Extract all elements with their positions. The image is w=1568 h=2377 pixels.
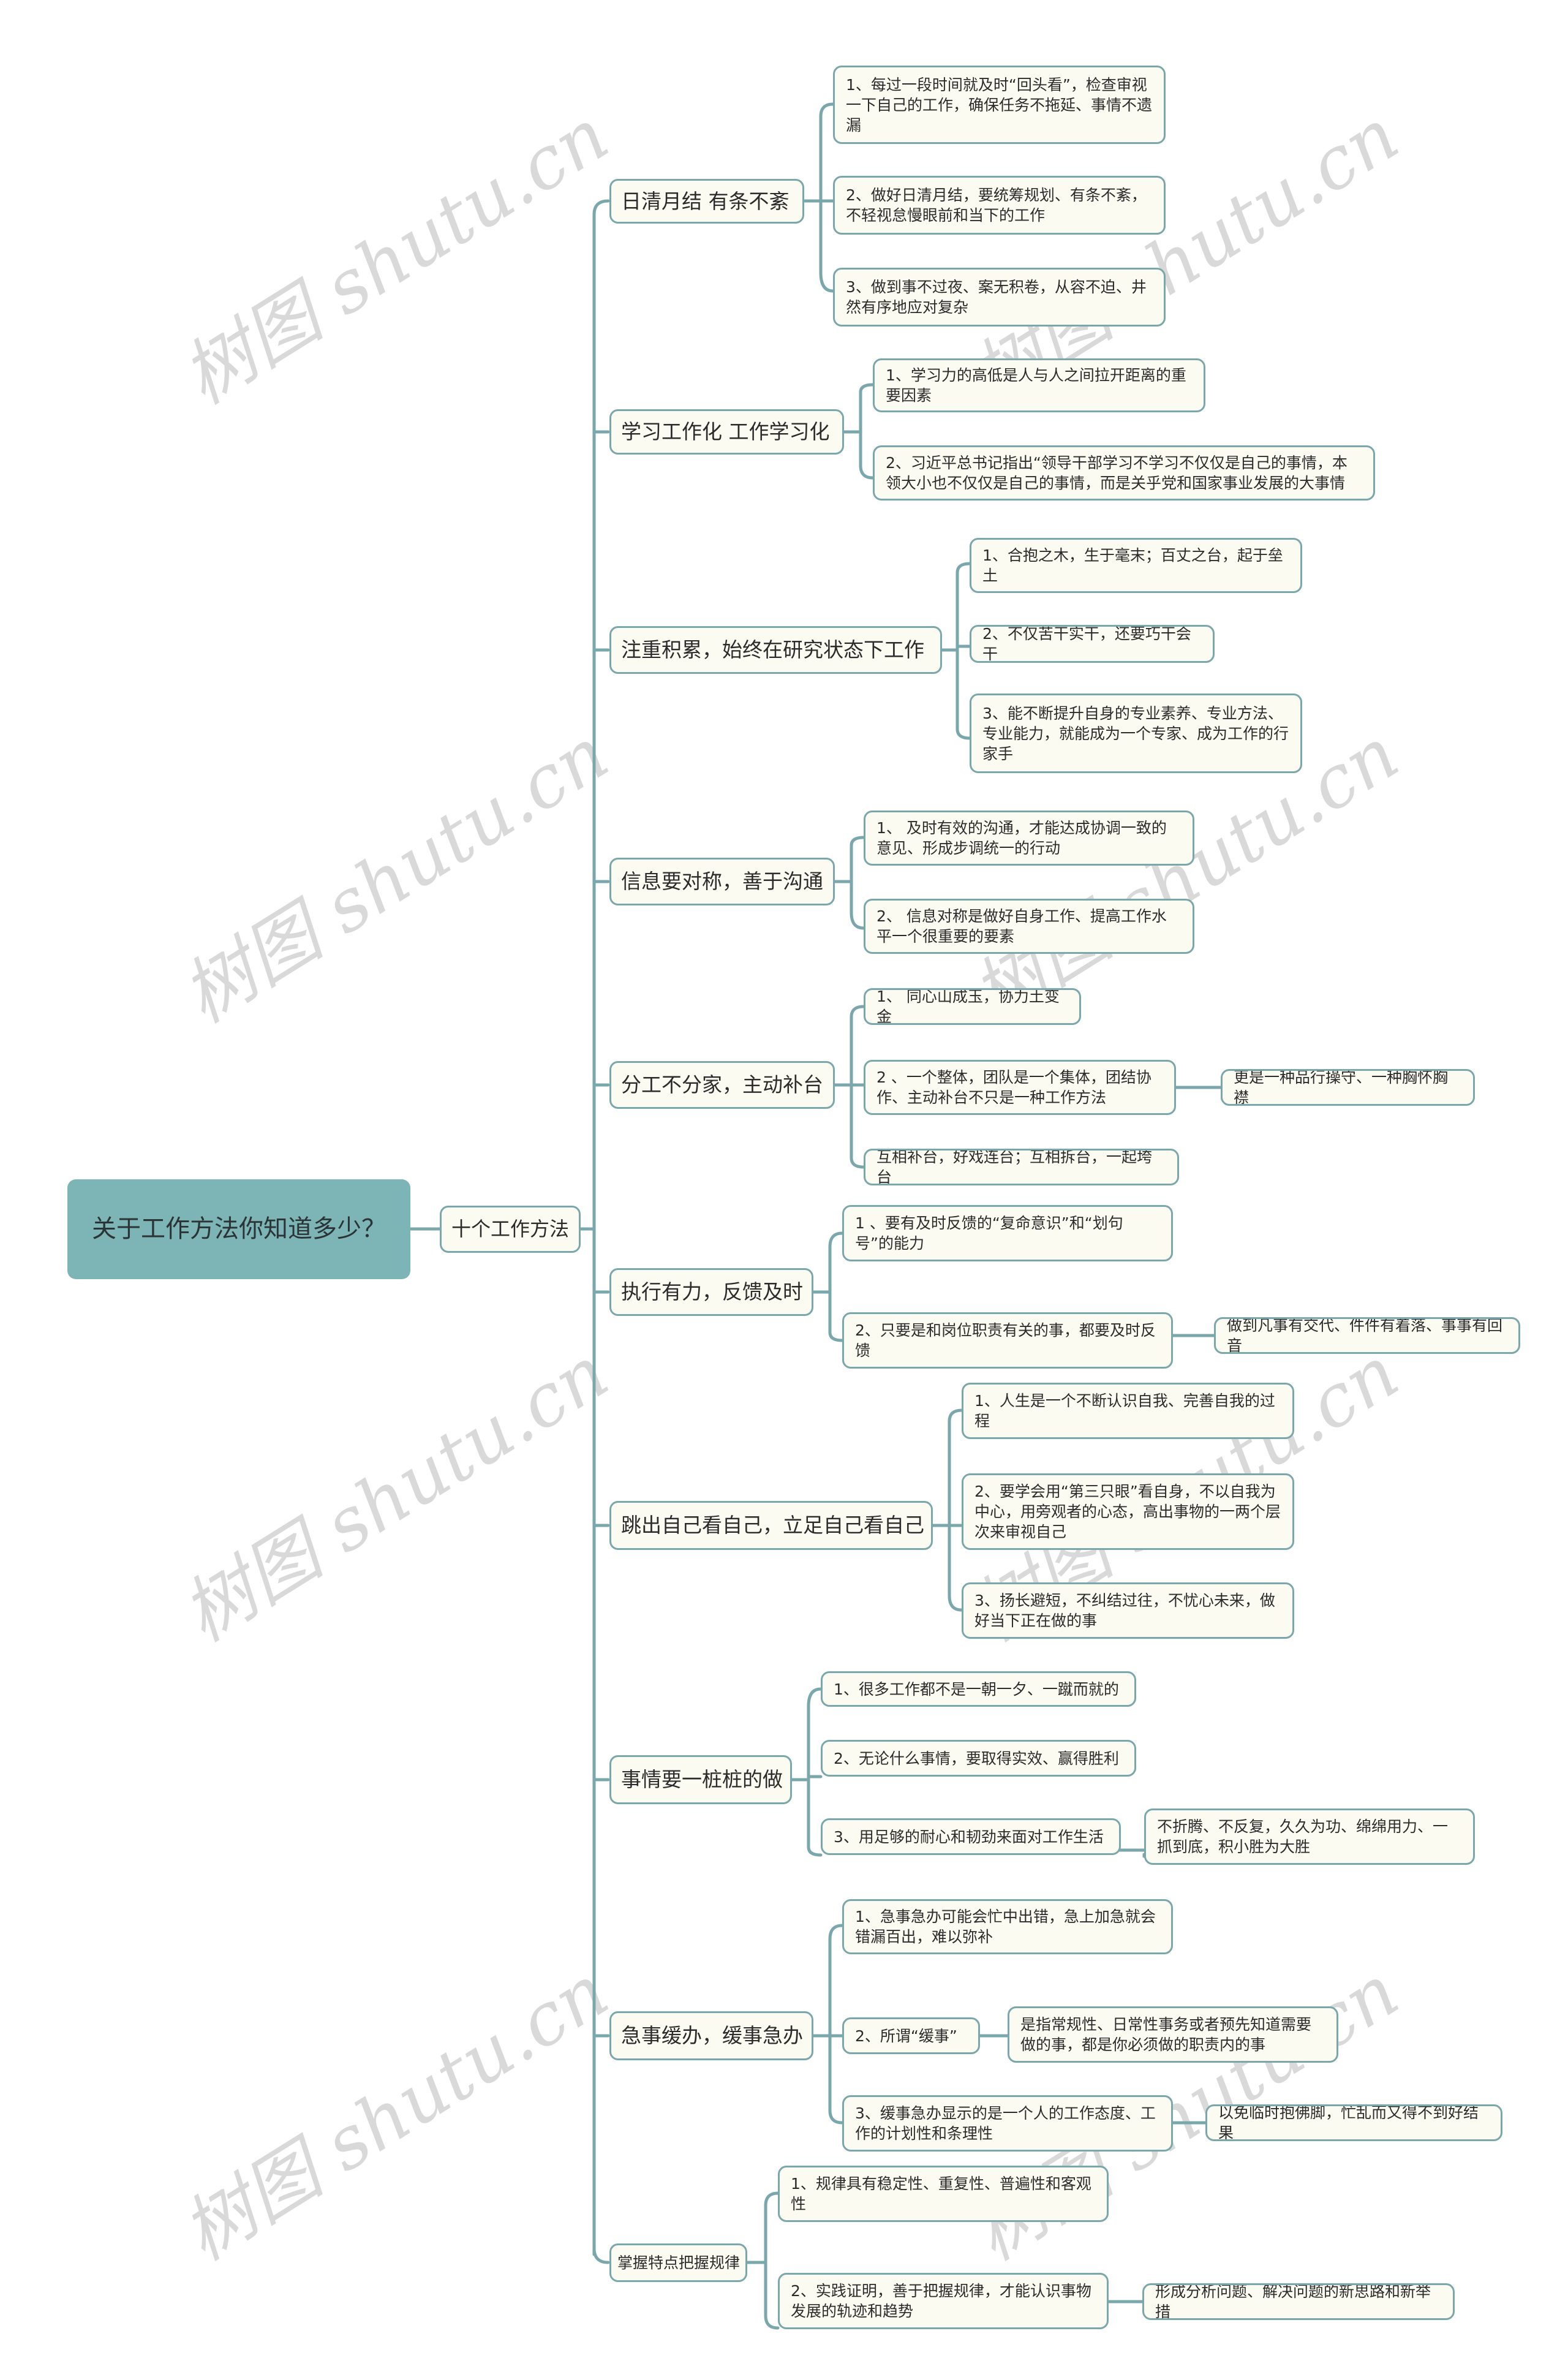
- method-node[interactable]: 急事缓办，缓事急办: [609, 2011, 813, 2060]
- method-detail-node[interactable]: 1、 同心山成玉，协力土变金: [864, 988, 1081, 1025]
- method-sub-detail-node[interactable]: 不折腾、不反复，久久为功、绵绵用力、一抓到底，积小胜为大胜: [1144, 1808, 1475, 1865]
- method-detail-node[interactable]: 2、所谓“缓事”: [842, 2017, 980, 2054]
- method-detail-node[interactable]: 1、每过一段时间就及时“回头看”，检查审视一下自己的工作，确保任务不拖延、事情不…: [833, 66, 1166, 144]
- method-detail-node[interactable]: 3、用足够的耐心和韧劲来面对工作生活: [821, 1818, 1121, 1855]
- method-detail-node[interactable]: 1、人生是一个不断认识自我、完善自我的过程: [962, 1383, 1294, 1439]
- method-detail-node[interactable]: 3、扬长避短，不纠结过往，不忧心未来，做好当下正在做的事: [962, 1582, 1294, 1639]
- method-node[interactable]: 分工不分家，主动补台: [609, 1061, 835, 1109]
- method-node[interactable]: 注重积累，始终在研究状态下工作: [609, 626, 942, 674]
- method-detail-node[interactable]: 1、学习力的高低是人与人之间拉开距离的重要因素: [873, 358, 1205, 412]
- method-node[interactable]: 掌握特点把握规律: [609, 2243, 747, 2282]
- method-detail-node[interactable]: 2、做好日清月结，要统筹规划、有条不紊，不轻视怠慢眼前和当下的工作: [833, 176, 1166, 235]
- method-detail-node[interactable]: 2、实践证明，善于把握规律，才能认识事物发展的轨迹和趋势: [778, 2273, 1109, 2329]
- method-detail-node[interactable]: 2、习近平总书记指出“领导干部学习不学习不仅仅是自己的事情，本领大小也不仅仅是自…: [873, 445, 1375, 501]
- method-detail-node[interactable]: 2、无论什么事情，要取得实效、赢得胜利: [821, 1740, 1136, 1777]
- method-sub-detail-node[interactable]: 更是一种品行操守、一种胸怀胸襟: [1221, 1069, 1475, 1106]
- method-detail-node[interactable]: 2、只要是和岗位职责有关的事，都要及时反馈: [842, 1312, 1173, 1369]
- method-detail-node[interactable]: 3、能不断提升自身的专业素养、专业方法、专业能力，就能成为一个专家、成为工作的行…: [970, 693, 1302, 773]
- method-node[interactable]: 跳出自己看自己，立足自己看自己: [609, 1501, 933, 1550]
- method-node[interactable]: 执行有力，反馈及时: [609, 1268, 813, 1316]
- method-sub-detail-node[interactable]: 做到凡事有交代、件件有着落、事事有回音: [1214, 1317, 1520, 1354]
- method-detail-node[interactable]: 1、规律具有稳定性、重复性、普遍性和客观性: [778, 2166, 1109, 2222]
- main-topic-ten-methods[interactable]: 十个工作方法: [440, 1206, 581, 1253]
- method-detail-node[interactable]: 2、要学会用“第三只眼”看自身，不以自我为中心，用旁观者的心态，高出事物的一两个…: [962, 1473, 1294, 1550]
- method-detail-node[interactable]: 2 、一个整体，团队是一个集体，团结协作、主动补台不只是一种工作方法: [864, 1060, 1176, 1115]
- method-node[interactable]: 信息要对称，善于沟通: [609, 858, 835, 905]
- method-detail-node[interactable]: 3、缓事急办显示的是一个人的工作态度、工作的计划性和条理性: [842, 2095, 1173, 2152]
- method-detail-node[interactable]: 1、合抱之木，生于毫末；百丈之台，起于垒土: [970, 538, 1302, 593]
- method-node[interactable]: 日清月结 有条不紊: [609, 179, 804, 224]
- method-sub-detail-node[interactable]: 以免临时抱佛脚，忙乱而又得不到好结果: [1205, 2104, 1502, 2141]
- root-topic[interactable]: 关于工作方法你知道多少？: [67, 1179, 410, 1279]
- method-detail-node[interactable]: 1 、要有及时反馈的“复命意识”和“划句号”的能力: [842, 1205, 1173, 1261]
- method-detail-node[interactable]: 互相补台，好戏连台；互相拆台，一起垮台: [864, 1149, 1179, 1185]
- method-detail-node[interactable]: 2、不仅苦干实干，还要巧干会干: [970, 625, 1215, 663]
- method-detail-node[interactable]: 1、急事急办可能会忙中出错，急上加急就会错漏百出，难以弥补: [842, 1899, 1173, 1954]
- method-node[interactable]: 事情要一桩桩的做: [609, 1755, 792, 1804]
- method-node[interactable]: 学习工作化 工作学习化: [609, 409, 844, 455]
- method-detail-node[interactable]: 2、 信息对称是做好自身工作、提高工作水平一个很重要的要素: [864, 899, 1194, 954]
- method-detail-node[interactable]: 1、 及时有效的沟通，才能达成协调一致的意见、形成步调统一的行动: [864, 811, 1194, 866]
- method-sub-detail-node[interactable]: 形成分析问题、解决问题的新思路和新举措: [1142, 2283, 1455, 2320]
- method-sub-detail-node[interactable]: 是指常规性、日常性事务或者预先知道需要做的事，都是你必须做的职责内的事: [1008, 2006, 1338, 2063]
- method-detail-node[interactable]: 3、做到事不过夜、案无积卷，从容不迫、井然有序地应对复杂: [833, 268, 1166, 327]
- method-detail-node[interactable]: 1、很多工作都不是一朝一夕、一蹴而就的: [821, 1671, 1136, 1707]
